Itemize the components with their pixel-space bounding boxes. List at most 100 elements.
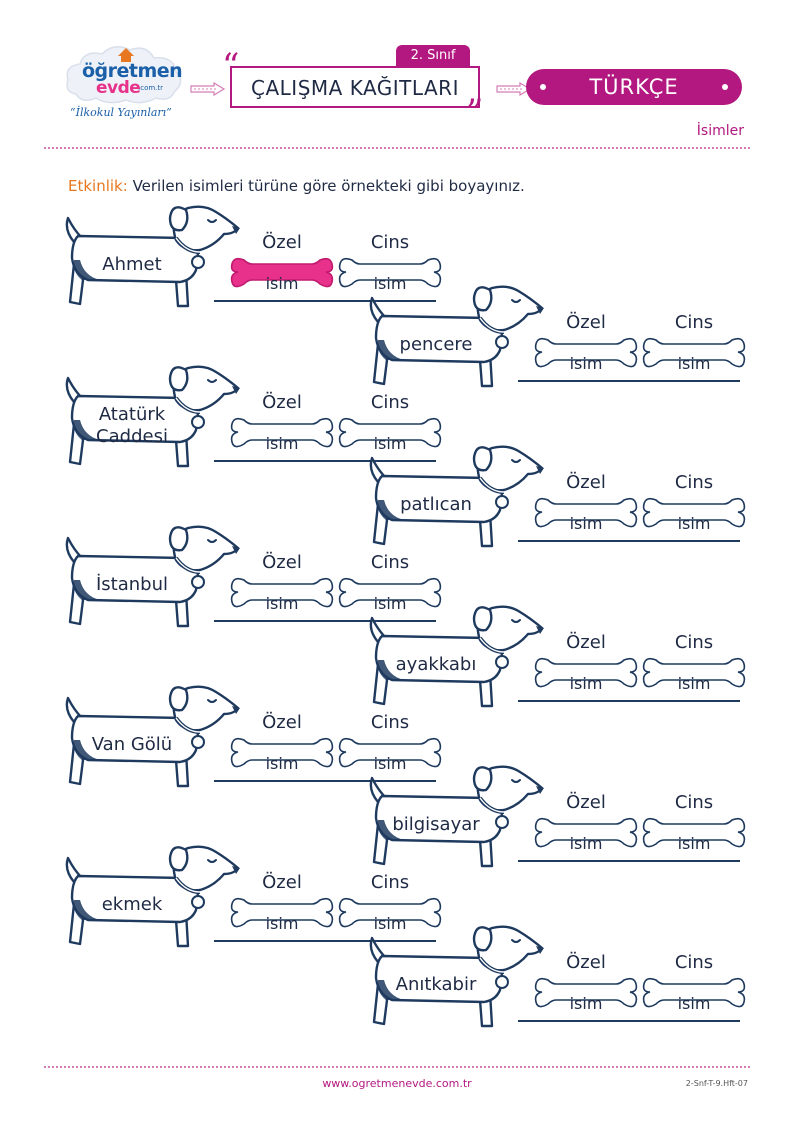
- instruction-text: Verilen isimleri türüne göre örnekteki g…: [127, 177, 525, 195]
- option-label: isim: [569, 834, 603, 853]
- dog-illustration: [64, 520, 240, 640]
- option-label: Cins: [370, 712, 410, 733]
- bone-icon[interactable]: [642, 494, 746, 530]
- option-common-noun[interactable]: Cins isim: [338, 872, 442, 952]
- subject-badge: TÜRKÇE: [526, 69, 742, 105]
- option-label: Özel: [566, 792, 606, 813]
- option-proper-noun[interactable]: Özel isim: [230, 392, 334, 472]
- option-label: Cins: [370, 232, 410, 253]
- noun-word: bilgisayar: [376, 814, 496, 836]
- noun-line: ayakkabı: [395, 654, 477, 675]
- noun-word: patlıcan: [376, 494, 496, 516]
- option-proper-noun[interactable]: Özel isim: [534, 472, 638, 552]
- dog-illustration: [368, 920, 544, 1040]
- topic-label: İsimler: [696, 123, 744, 139]
- bone-icon[interactable]: [534, 814, 638, 850]
- bone-icon[interactable]: [534, 494, 638, 530]
- option-label: isim: [569, 514, 603, 533]
- option-label: isim: [677, 354, 711, 373]
- option-proper-noun[interactable]: Özel isim: [230, 232, 334, 312]
- noun-word: Ahmet: [72, 254, 192, 276]
- option-proper-noun[interactable]: Özel isim: [534, 792, 638, 872]
- logo-tagline: “İlkokul Yayınları”: [70, 106, 172, 119]
- bone-icon[interactable]: [534, 654, 638, 690]
- noun-line: Van Gölü: [91, 734, 173, 755]
- bone-icon[interactable]: [534, 974, 638, 1010]
- bone-icon[interactable]: [230, 894, 334, 930]
- ground-line: [518, 540, 740, 542]
- ground-line: [214, 620, 436, 622]
- noun-word: ekmek: [72, 894, 192, 916]
- option-label: isim: [373, 754, 407, 773]
- noun-line: patlıcan: [400, 494, 472, 515]
- option-label: isim: [677, 834, 711, 853]
- dog-illustration: [368, 280, 544, 400]
- option-label: Özel: [566, 472, 606, 493]
- bone-icon[interactable]: [338, 414, 442, 450]
- bone-icon[interactable]: [534, 334, 638, 370]
- option-label: Özel: [262, 232, 302, 253]
- option-label: isim: [265, 434, 299, 453]
- noun-line: Atatürk: [98, 404, 166, 425]
- close-quote-mark: ”: [466, 92, 484, 132]
- option-label: isim: [265, 274, 299, 293]
- option-label: Cins: [674, 952, 714, 973]
- bone-icon[interactable]: [642, 654, 746, 690]
- option-label: isim: [569, 354, 603, 373]
- ground-line: [214, 780, 436, 782]
- divider: [44, 1066, 750, 1068]
- option-label: Cins: [674, 312, 714, 333]
- noun-word: Van Gölü: [72, 734, 192, 756]
- option-label: isim: [677, 514, 711, 533]
- bone-icon[interactable]: [338, 254, 442, 290]
- option-label: Özel: [566, 952, 606, 973]
- ground-line: [518, 380, 740, 382]
- bone-icon[interactable]: [230, 574, 334, 610]
- bone-icon[interactable]: [642, 814, 746, 850]
- option-label: isim: [677, 994, 711, 1013]
- noun-word: ayakkabı: [376, 654, 496, 676]
- noun-line: bilgisayar: [392, 814, 480, 835]
- option-label: Özel: [262, 392, 302, 413]
- bone-icon[interactable]: [338, 894, 442, 930]
- option-common-noun[interactable]: Cins isim: [642, 312, 746, 392]
- bullet-icon: [722, 84, 728, 90]
- option-label: isim: [373, 914, 407, 933]
- option-label: Özel: [262, 712, 302, 733]
- noun-line: ekmek: [101, 894, 163, 915]
- option-label: isim: [569, 674, 603, 693]
- option-common-noun[interactable]: Cins isim: [642, 952, 746, 1032]
- option-label: isim: [677, 674, 711, 693]
- bone-icon[interactable]: [230, 254, 334, 290]
- bone-icon[interactable]: [642, 974, 746, 1010]
- bone-icon[interactable]: [338, 574, 442, 610]
- logo-domain: .com.tr: [138, 84, 164, 92]
- bone-icon[interactable]: [230, 414, 334, 450]
- option-label: Özel: [262, 872, 302, 893]
- option-common-noun[interactable]: Cins isim: [338, 712, 442, 792]
- subject-label: TÜRKÇE: [589, 75, 679, 99]
- footer-url[interactable]: www.ogretmenevde.com.tr: [322, 1077, 472, 1090]
- bone-icon[interactable]: [642, 334, 746, 370]
- dog-illustration: [64, 200, 240, 320]
- grade-tab: 2. Sınıf: [396, 45, 470, 67]
- bone-icon[interactable]: [338, 734, 442, 770]
- bone-icon[interactable]: [230, 734, 334, 770]
- option-label: Cins: [370, 872, 410, 893]
- divider: [44, 147, 750, 149]
